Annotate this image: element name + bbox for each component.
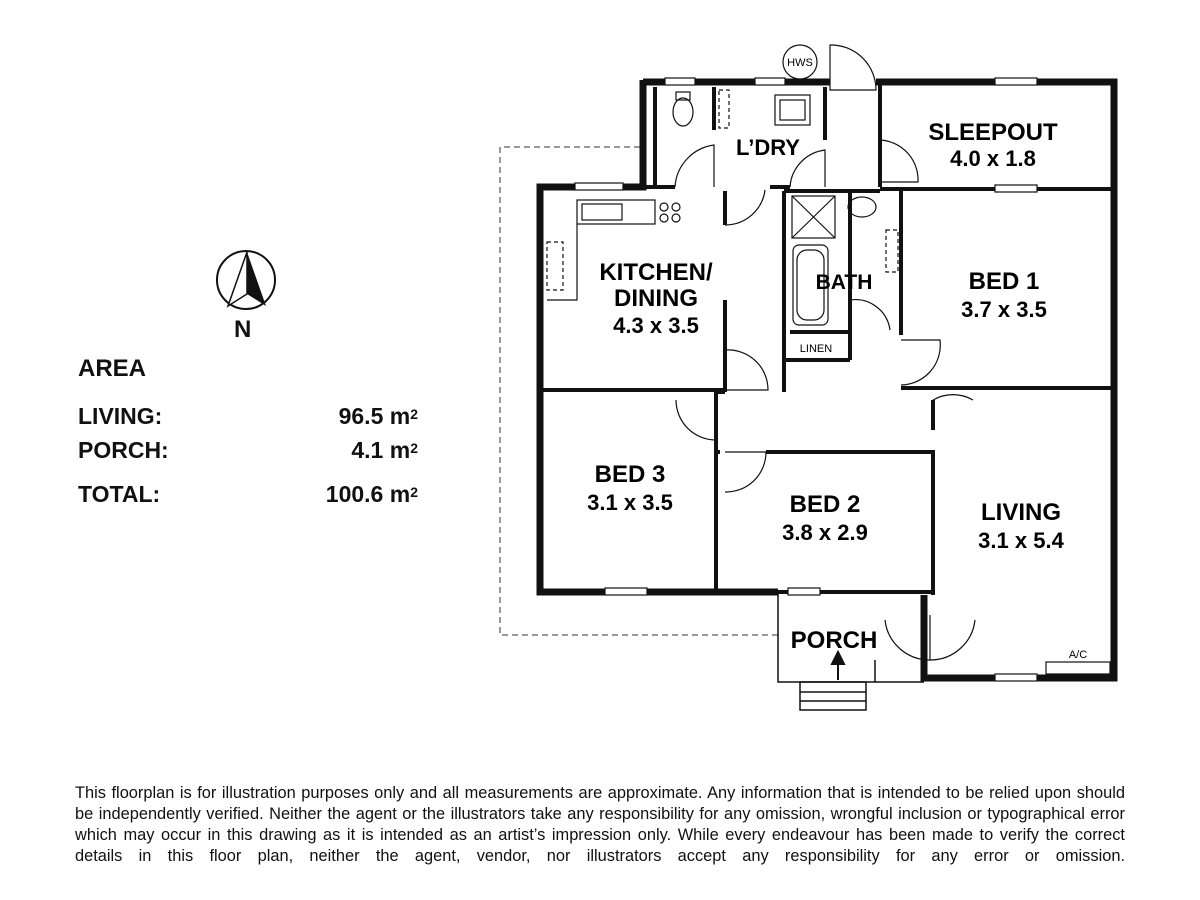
- room-name-bed2: BED 2: [790, 491, 861, 518]
- hws-label: HWS: [787, 57, 813, 69]
- room-name-laundry: L’DRY: [736, 135, 800, 160]
- room-name-linen: LINEN: [800, 343, 832, 355]
- windows: [574, 77, 1038, 682]
- fixtures: [546, 44, 1111, 675]
- area-row-porch: PORCH: 4.1 m2: [78, 433, 418, 467]
- room-dims-bed1: 3.7 x 3.5: [961, 297, 1047, 322]
- room-name-bed3: BED 3: [595, 461, 666, 488]
- entry-arrow: [830, 649, 846, 680]
- area-porch-value-wrap: 4.1 m2: [351, 433, 418, 467]
- room-labels: SLEEPOUT 4.0 x 1.8 L’DRY KITCHEN/ DINING…: [587, 57, 1087, 661]
- area-row-living: LIVING: 96.5 m2: [78, 399, 418, 433]
- room-name-living: LIVING: [981, 499, 1061, 526]
- room-name-kitchen-line1: KITCHEN/: [599, 259, 713, 286]
- unit-power: 2: [410, 440, 418, 456]
- area-porch-label: PORCH:: [78, 437, 169, 463]
- compass-north-label: N: [234, 316, 252, 343]
- unit-power: 2: [410, 484, 418, 500]
- porch-outline: [777, 592, 924, 711]
- area-total-value-wrap: 100.6 m2: [326, 477, 418, 511]
- area-living-value-wrap: 96.5 m2: [339, 399, 418, 433]
- area-living-label: LIVING:: [78, 403, 163, 429]
- ac-label: A/C: [1069, 649, 1087, 661]
- area-porch-value: 4.1 m: [351, 437, 411, 463]
- disclaimer-text: This floorplan is for illustration purpo…: [75, 784, 1125, 865]
- area-total-value: 100.6 m: [325, 481, 411, 507]
- room-dims-bed3: 3.1 x 3.5: [587, 490, 673, 515]
- area-title: AREA: [78, 355, 147, 382]
- area-summary: AREA LIVING: 96.5 m2 PORCH: 4.1 m2 TOTAL…: [78, 355, 418, 511]
- room-dims-kitchen: 4.3 x 3.5: [613, 313, 699, 338]
- room-dims-living: 3.1 x 5.4: [978, 528, 1064, 553]
- area-row-total: TOTAL: 100.6 m2: [78, 477, 418, 511]
- compass-icon: [216, 250, 276, 310]
- room-name-sleepout: SLEEPOUT: [928, 119, 1058, 146]
- room-name-kitchen-line2: DINING: [614, 285, 698, 312]
- doors: [674, 44, 976, 661]
- verandah-outline: [499, 146, 778, 636]
- unit-power: 2: [410, 406, 418, 422]
- room-name-porch: PORCH: [791, 627, 878, 654]
- room-dims-sleepout: 4.0 x 1.8: [950, 146, 1036, 171]
- area-total-label: TOTAL:: [78, 481, 161, 507]
- room-dims-bed2: 3.8 x 2.9: [782, 520, 868, 545]
- room-name-bed1: BED 1: [969, 268, 1040, 295]
- room-name-bath: BATH: [816, 271, 873, 294]
- area-living-value: 96.5 m: [338, 403, 411, 429]
